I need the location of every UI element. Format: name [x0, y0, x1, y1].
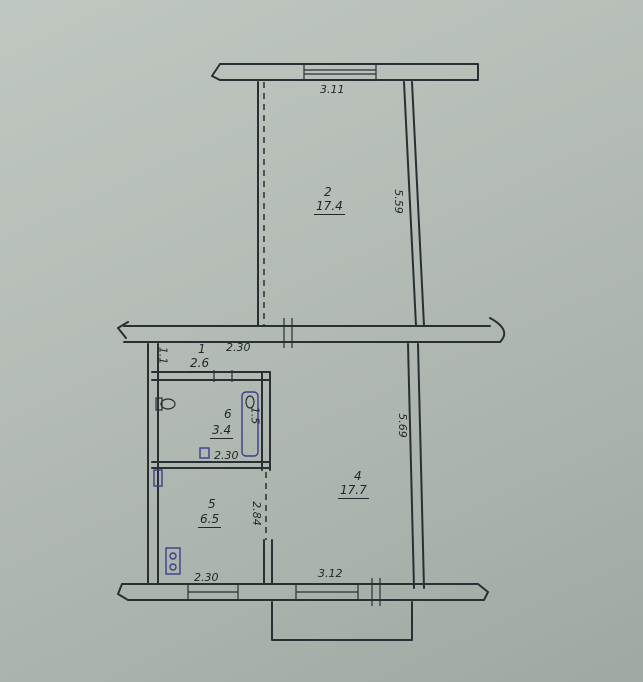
room-5-area: 6.5: [198, 512, 222, 528]
room-4-number: 4: [354, 469, 362, 483]
bathtub-icon: [241, 391, 259, 457]
top-window: [303, 63, 377, 81]
toilet-icon: [155, 397, 176, 411]
dim-top-width: 3.11: [320, 83, 345, 96]
kitchen-sink-icon: [153, 469, 163, 487]
room-4-area: 17.7: [338, 483, 369, 499]
dim-kitchen-depth: 2.84: [249, 501, 263, 526]
room-1-area: 2.6: [188, 356, 212, 372]
stove-icon: [165, 547, 181, 575]
room-1-number: 1: [198, 342, 206, 356]
dim-bath-small: 1.5: [248, 406, 262, 425]
room-6-number: 6: [224, 407, 232, 421]
dim-room4-width: 3.12: [318, 567, 343, 580]
middle-wall: [117, 317, 506, 343]
dim-room2-length: 5.59: [391, 189, 405, 214]
sink-icon: [199, 447, 210, 459]
room4-right-wall: [407, 343, 415, 589]
room2-right-wall: [403, 81, 417, 327]
dim-bath-width: 2.30: [214, 449, 239, 462]
dim-corridor-small: 1.1: [156, 346, 170, 365]
room-6-area: 3.4: [210, 423, 234, 439]
top-wall: [211, 63, 479, 81]
room-2-area: 17.4: [314, 199, 345, 215]
dim-kitchen-width: 2.30: [194, 571, 219, 584]
room-5-number: 5: [208, 497, 216, 511]
balcony: [271, 601, 413, 641]
dim-room4-length: 5.69: [395, 413, 409, 438]
dim-corridor-width: 2.30: [226, 341, 251, 354]
room-2-number: 2: [324, 185, 332, 199]
